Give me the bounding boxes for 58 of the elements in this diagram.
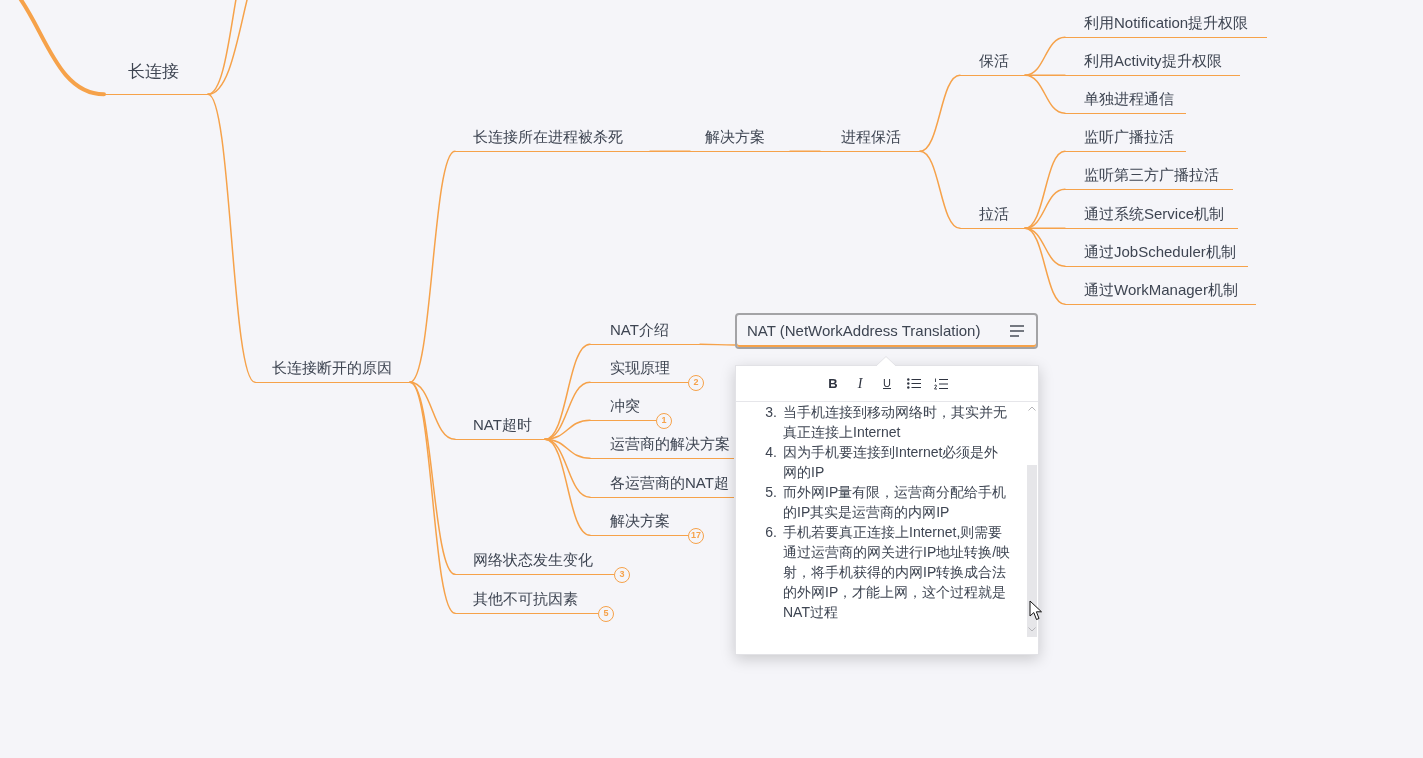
branch-line (409, 381, 456, 575)
topic-text: NAT (NetWorkAddress Translation) (747, 321, 981, 341)
mind-map-topic: NAT超时 (455, 414, 545, 440)
mind-map-topic: NAT介绍 (590, 319, 700, 345)
mind-map-topic: 长连接 (104, 59, 208, 95)
note-editor-panel (735, 365, 1039, 655)
bold-button: B (826, 375, 840, 392)
mind-map-topic: 拉活 (960, 203, 1025, 229)
count-badge: 1 (656, 412, 672, 429)
underline-button: U (880, 375, 894, 392)
list-item-text: 因为手机要连接到Internet必须是外网的IP (783, 443, 1000, 482)
branch-line (1024, 74, 1066, 114)
list-number: 5. (764, 483, 777, 502)
mind-map-topic: 运营商的解决方案 (590, 433, 734, 459)
mind-map-topic: 保活 (960, 50, 1025, 76)
branch-line (1024, 227, 1066, 305)
list-item-text: 而外网IP量有限，运营商分配给手机的IP其实是运营商的内网IP (783, 483, 1008, 522)
mind-map-topic: 单独进程通信 (1065, 88, 1186, 114)
selected-topic-box (735, 313, 1038, 349)
mind-map-topic: 解决方案 (690, 126, 790, 152)
italic-button: I (853, 375, 867, 392)
mind-map-topic: 网络状态发生变化 (455, 549, 614, 575)
branch-line (544, 419, 591, 440)
mind-map-topic: 监听广播拉活 (1065, 126, 1186, 152)
branch-line (409, 381, 456, 614)
branch-line (699, 343, 736, 346)
count-badge: 17 (688, 527, 704, 544)
branch-line (409, 150, 456, 383)
mind-map-topic: 实现原理 (590, 357, 688, 383)
branch-line (789, 150, 821, 152)
branch-line (1024, 188, 1066, 229)
branch-line (544, 438, 591, 536)
list-item-text: 手机若要真正连接上Internet,则需要通过运营商的网关进行IP地址转换/映射，将手机获得的内网IP转换成合法的外网IP，才能上网，这个过程就是NAT过程 (783, 523, 1011, 622)
list-number: 6. (764, 523, 777, 542)
mind-map-topic: 利用Activity提升权限 (1065, 50, 1240, 76)
branch-line (919, 74, 961, 152)
mind-map-topic: 监听第三方广播拉活 (1065, 164, 1233, 190)
branch-line (1024, 36, 1066, 76)
mind-map-topic: 进程保活 (820, 126, 920, 152)
count-badge: 5 (598, 605, 614, 622)
count-badge: 3 (614, 566, 630, 583)
list-number: 3. (764, 403, 777, 422)
mind-map-topic: 长连接断开的原因 (255, 357, 410, 383)
mind-map-topic: 长连接所在进程被杀死 (455, 126, 650, 152)
mind-map-topic: 解决方案 (590, 510, 688, 536)
branch-line (207, 93, 256, 383)
mind-map-topic: 其他不可抗因素 (455, 588, 598, 614)
mind-map-topic: 冲突 (590, 395, 656, 421)
mind-map-topic: 利用Notification提升权限 (1065, 12, 1267, 38)
branch-line (649, 150, 691, 152)
mind-map-topic: 通过WorkManager机制 (1065, 279, 1256, 305)
mind-map-topic: 通过系统Service机制 (1065, 203, 1238, 229)
branch-line (919, 150, 961, 229)
list-item-text: 当手机连接到移动网络时，其实并无真正连接上Internet (783, 403, 1008, 442)
count-badge: 2 (688, 374, 704, 391)
mind-map-topic: 通过JobScheduler机制 (1065, 241, 1248, 267)
mind-map-topic: 各运营商的NAT超 (590, 472, 734, 498)
list-number: 4. (764, 443, 777, 462)
